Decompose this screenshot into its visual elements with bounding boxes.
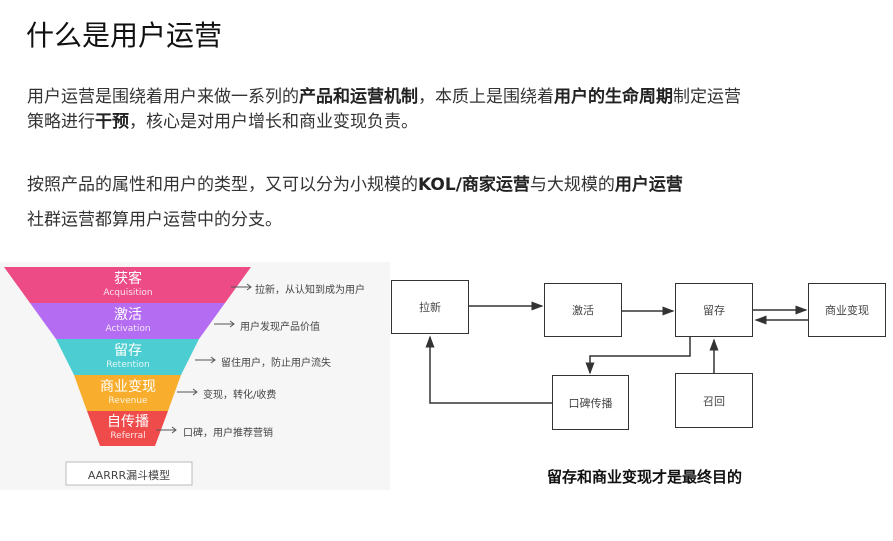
stage-name: 激活 <box>114 307 142 323</box>
funnel-band-revenue <box>74 375 181 411</box>
flow-box-recall: 召回 <box>675 373 753 428</box>
paragraph-types: 按照产品的属性和用户的类型，又可以分为小规模的KOL/商家运营与大规模的用户运营 <box>27 173 683 198</box>
stage-name: 自传播 <box>107 414 149 430</box>
funnel-label: AARRR漏斗模型 <box>87 469 171 482</box>
stage-name: 获客 <box>114 271 142 287</box>
text: 与大规模的 <box>529 175 615 195</box>
stage-note: 变现，转化/收费 <box>203 390 277 401</box>
text: 制定运营 <box>673 87 741 107</box>
flow-box-revenue: 商业变现 <box>808 283 886 337</box>
text: 用户运营是围绕着用户来做一系列的 <box>27 87 299 107</box>
funnel-band-acquisition <box>4 267 251 303</box>
funnel-band-referral <box>87 411 168 446</box>
bold-text: 用户的生命周期 <box>554 87 673 107</box>
stage-en: Acquisition <box>103 288 153 298</box>
funnel-shapes <box>4 267 252 486</box>
flow-box-referral: 口碑传播 <box>552 375 629 430</box>
paragraph-definition: 用户运营是围绕着用户来做一系列的产品和运营机制，本质上是围绕着用户的生命周期制定… <box>27 85 741 135</box>
stage-en: Revenue <box>108 396 148 406</box>
bold-text: 用户运营 <box>614 175 683 195</box>
arrow-lc-kb <box>585 337 691 375</box>
text: 策略进行 <box>27 112 95 132</box>
text: 按照产品的属性和用户的类型，又可以分为小规模的 <box>27 175 418 195</box>
text: ，核心是对用户增长和商业变现负责。 <box>129 112 418 132</box>
stage-en: Retention <box>106 360 150 370</box>
stage-name: 商业变现 <box>100 379 156 395</box>
flow-box-retain: 留存 <box>675 283 753 337</box>
page-title: 什么是用户运营 <box>26 19 223 52</box>
funnel-band-retention <box>56 339 199 375</box>
flow-caption: 留存和商业变现才是最终目的 <box>547 468 743 486</box>
stage-note: 用户发现产品价值 <box>240 322 320 333</box>
stage-en: Activation <box>105 324 151 334</box>
stage-note: 留住用户，防止用户流失 <box>221 358 331 369</box>
stage-name: 留存 <box>114 343 142 359</box>
bold-text: 干预 <box>95 112 129 132</box>
stage-note: 口碑，用户推荐营销 <box>183 428 273 439</box>
flow-box-activate: 激活 <box>544 283 622 337</box>
flow-box-acquire: 拉新 <box>391 280 469 334</box>
bold-text: 产品和运营机制 <box>299 87 418 107</box>
bold-text: KOL/商家运营 <box>418 175 530 195</box>
paragraph-community: 社群运营都算用户运营中的分支。 <box>27 210 282 230</box>
text: ，本质上是围绕着 <box>418 87 554 107</box>
arrow-kb-lx <box>425 335 552 404</box>
funnel-band-activation <box>30 303 225 339</box>
stage-note: 拉新，从认知到成为用户 <box>255 285 365 296</box>
stage-en: Referral <box>110 431 146 441</box>
